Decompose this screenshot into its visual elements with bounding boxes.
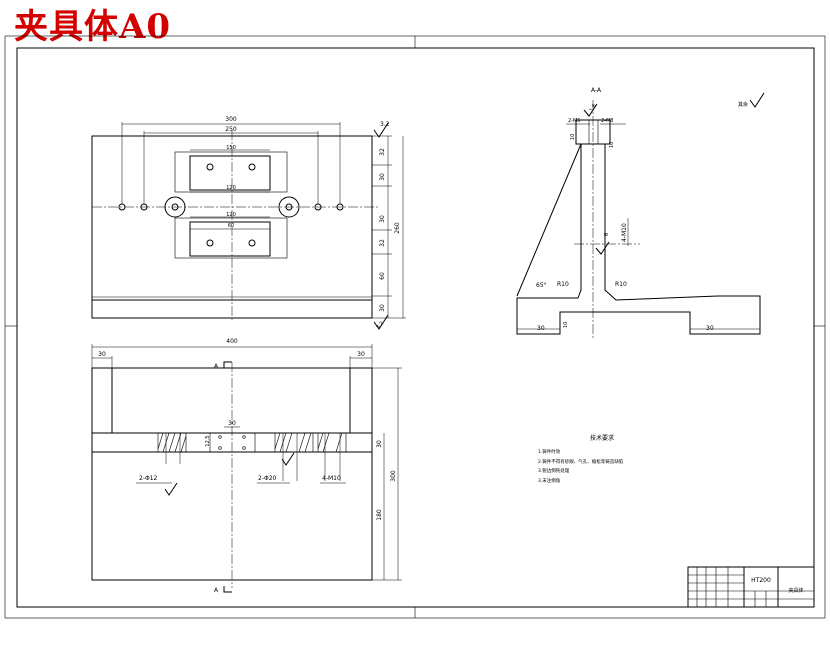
part-name: 夹具体 xyxy=(788,587,803,594)
dim-30-left: 30 xyxy=(98,351,106,358)
callout-holes-c: 4-M10 xyxy=(322,475,341,482)
radius-a: R10 xyxy=(557,281,569,288)
roughness-icon xyxy=(373,122,389,138)
dim-v-30c: 30 xyxy=(379,304,386,312)
rib-line xyxy=(516,143,582,297)
callout-holes-a: 2-Φ12 xyxy=(139,475,158,482)
note-2: 2.铸件不得有砂眼、气孔、缩松等铸造缺陷 xyxy=(538,458,624,465)
dim-r-30: 30 xyxy=(376,440,383,448)
drawing-border xyxy=(16,47,815,608)
dim-30-right: 30 xyxy=(357,351,365,358)
roughness-icon xyxy=(749,92,765,108)
dim-center-gap: 30 xyxy=(228,420,236,427)
base-dim-a: 30 xyxy=(537,325,545,332)
dim-120b: 120 xyxy=(226,212,236,218)
section-arrow-icon xyxy=(223,361,232,368)
angle-label: 65° xyxy=(536,282,547,289)
small-dim-b: 10 xyxy=(609,142,615,148)
dim-120: 120 xyxy=(226,185,236,191)
front-view: 400 30 30 30 12.5 2-Φ12 2-Φ20 4-M10 30 3… xyxy=(91,338,402,594)
dim-slot-depth: 12.5 xyxy=(205,435,211,446)
note-1: 1.铸件时效 xyxy=(538,448,561,455)
section-mark-bottom: A xyxy=(214,587,219,594)
small-dim-c: 6 xyxy=(604,233,610,236)
dim-150: 150 xyxy=(226,145,236,151)
roughness-icon xyxy=(583,103,598,117)
roughness-icon xyxy=(164,482,178,496)
dim-250: 250 xyxy=(225,126,237,133)
roughness-icon xyxy=(595,241,610,255)
top-view: 300 250 150 120 120 60 32 30 30 32 60 30… xyxy=(91,116,406,331)
svg-text:3.2: 3.2 xyxy=(375,321,385,331)
base-dim-c: 30 xyxy=(706,325,714,332)
dim-260: 260 xyxy=(394,222,401,234)
roughness-value: 3.2 xyxy=(380,121,390,128)
dim-v-30b: 30 xyxy=(379,215,386,223)
note-4: 3.未注倒角 xyxy=(538,477,560,484)
small-dim-a: 10 xyxy=(570,134,576,140)
corner-roughness-label: 其余 xyxy=(738,101,748,108)
upper-pocket xyxy=(189,155,271,191)
sheet-frame xyxy=(4,35,826,619)
material: HT200 xyxy=(751,577,771,584)
thread-callout-a: 2-M6 xyxy=(568,118,580,124)
dim-300: 300 xyxy=(225,116,237,123)
roughness-icon xyxy=(281,452,295,466)
dim-v-32: 32 xyxy=(379,148,386,156)
lower-pocket xyxy=(189,221,271,257)
note-3: 3.锐边倒钝处理 xyxy=(538,467,570,474)
section-body xyxy=(516,143,761,335)
dim-r-300: 300 xyxy=(390,470,397,482)
section-mark-top: A xyxy=(214,363,219,370)
dim-v-32b: 32 xyxy=(379,239,386,247)
notes-heading: 技术要求 xyxy=(590,434,614,442)
section-arrow-icon xyxy=(223,586,232,593)
roughness-icon xyxy=(373,314,389,330)
dim-400: 400 xyxy=(226,338,238,345)
dim-v-30: 30 xyxy=(379,173,386,181)
radius-b: R10 xyxy=(615,281,627,288)
technical-notes: 技术要求 1.铸件时效 2.铸件不得有砂眼、气孔、缩松等铸造缺陷 3.锐边倒钝处… xyxy=(538,434,624,484)
dim-60: 60 xyxy=(228,223,234,229)
locating-hole xyxy=(278,196,300,218)
section-roughness: 1.6 xyxy=(589,103,598,113)
section-view: A-A 2-M6 2-M8 10 10 6 4-M10 1.6 65° R10 … xyxy=(516,87,761,340)
title-block: HT200 夹具体 xyxy=(687,566,815,608)
dim-v-60: 60 xyxy=(379,272,386,280)
dim-r-180: 180 xyxy=(376,509,383,521)
thread-callout-b: 2-M8 xyxy=(601,118,613,124)
locating-hole xyxy=(164,196,186,218)
section-label: A-A xyxy=(591,87,602,94)
drawing-title: 夹具体A0 xyxy=(14,7,172,47)
base-dim-b: 10 xyxy=(563,322,569,328)
thread-callout-c: 4-M10 xyxy=(621,223,628,242)
callout-holes-b: 2-Φ20 xyxy=(258,475,277,482)
